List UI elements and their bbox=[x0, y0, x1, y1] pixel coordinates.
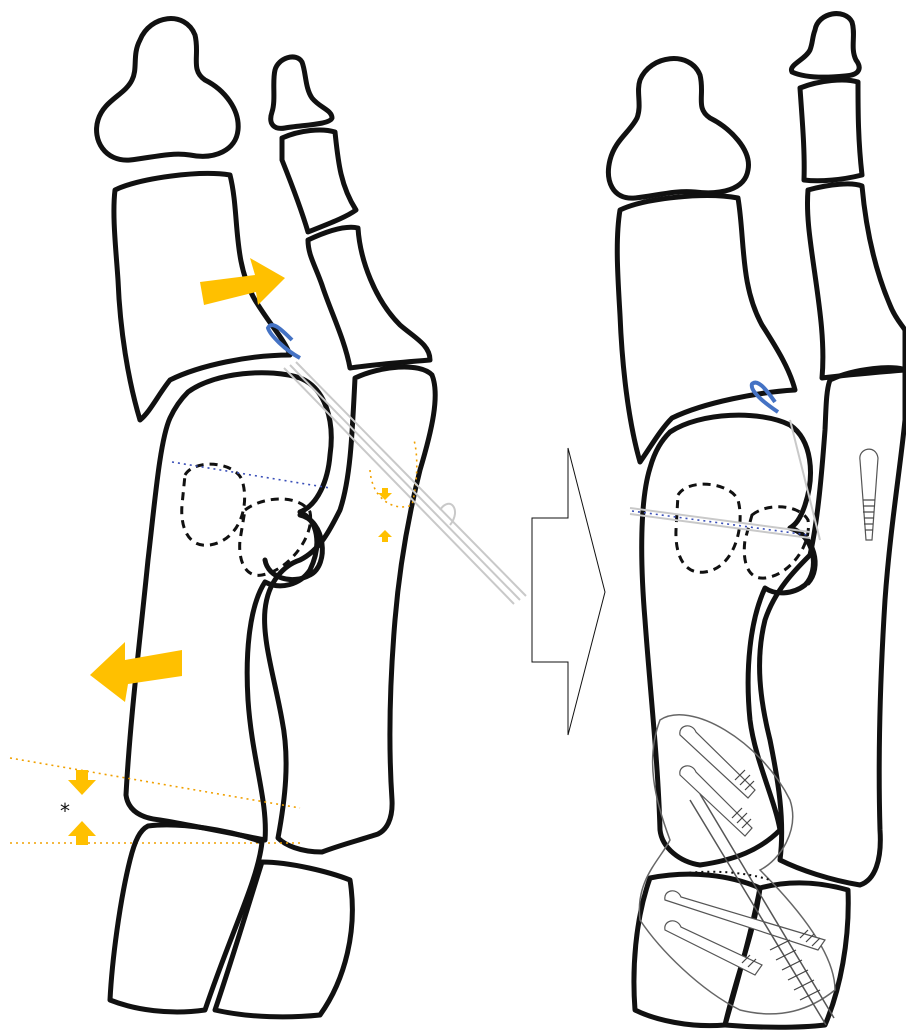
post-second-metatarsal bbox=[760, 368, 905, 885]
post-second-toe-middle bbox=[800, 80, 862, 181]
post-hallux-proximal-phalanx bbox=[617, 196, 795, 462]
second-toe-middle-phalanx bbox=[282, 130, 356, 232]
lapidus-plate bbox=[639, 715, 835, 1014]
headless-screw-implant bbox=[860, 449, 878, 540]
osteotomy-line-blue bbox=[172, 462, 330, 488]
intermediate-cuneiform bbox=[215, 862, 352, 1017]
second-toe-proximal-phalanx bbox=[308, 227, 430, 368]
medial-sesamoid-outline bbox=[182, 464, 245, 545]
cortical-screw-1 bbox=[680, 726, 755, 798]
hallux-distal-phalanx bbox=[97, 19, 239, 161]
small-up-arrow bbox=[378, 530, 392, 542]
post-second-toe-distal bbox=[791, 14, 859, 78]
medial-cuneiform bbox=[110, 825, 262, 1012]
preoperative-panel: * bbox=[10, 19, 526, 1017]
post-transverse-suture bbox=[630, 508, 810, 538]
joint-down-arrow bbox=[68, 770, 96, 795]
second-metatarsal bbox=[265, 367, 436, 852]
transition-arrow bbox=[532, 448, 605, 735]
post-tendon-loop bbox=[752, 383, 778, 412]
first-metatarsal bbox=[126, 373, 331, 840]
postoperative-panel bbox=[608, 14, 905, 1028]
asterisk-label: * bbox=[60, 799, 70, 823]
second-toe-distal-phalanx bbox=[271, 57, 332, 128]
small-down-arrow bbox=[378, 488, 392, 500]
post-medial-cuneiform bbox=[634, 874, 760, 1025]
joint-up-arrow bbox=[68, 821, 96, 845]
post-second-toe-proximal bbox=[807, 184, 905, 378]
post-hallux-distal-phalanx bbox=[608, 59, 748, 199]
post-first-metatarsal bbox=[642, 415, 814, 865]
